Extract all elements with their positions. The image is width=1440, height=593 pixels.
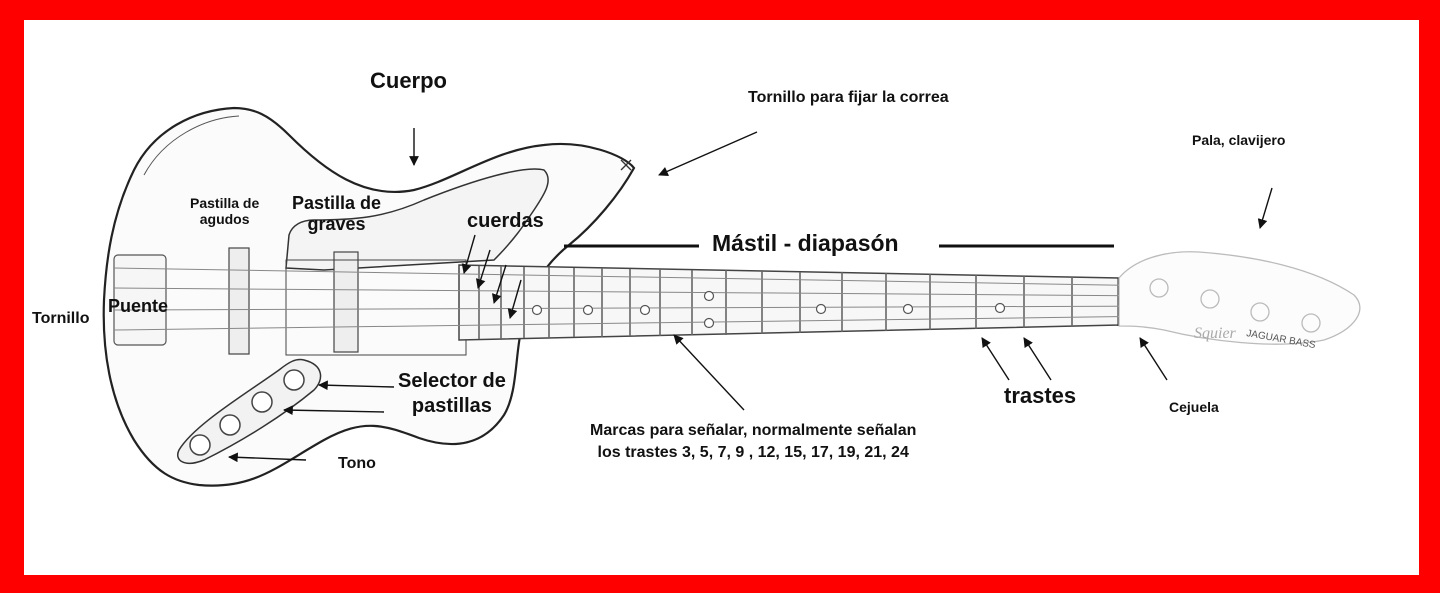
bridge — [113, 254, 167, 346]
fret-marker-dots — [531, 290, 1006, 329]
diagram-frame: Squier JAGUAR BASS — [24, 20, 1419, 575]
bass-pickup — [333, 251, 359, 353]
label-mastil-diapason: Mástil - diapasón — [712, 230, 899, 256]
label-trastes: trastes — [1004, 383, 1077, 408]
label-cejuela: Cejuela — [1169, 399, 1219, 415]
label-tono: Tono — [338, 455, 376, 472]
label-pastilla-graves: Pastilla de graves — [292, 193, 382, 234]
label-tornillo-correa: Tornillo para fijar la correa — [748, 89, 949, 106]
label-marcas: Marcas para señalar, normalmente señalan… — [590, 422, 917, 462]
label-puente: Puente — [108, 296, 169, 316]
strap-button — [620, 159, 632, 171]
label-pala-clavijero: Pala, clavijero — [1192, 132, 1286, 148]
strings — [113, 267, 1165, 331]
headstock-logo: Squier — [1194, 325, 1237, 342]
label-tornillo: Tornillo — [32, 310, 90, 327]
pickguard-upper — [285, 168, 549, 271]
fretboard — [113, 264, 1165, 341]
treble-pickup — [228, 247, 250, 355]
label-cuerpo: Cuerpo — [370, 68, 447, 93]
bass-guitar-illustration: Squier JAGUAR BASS — [102, 106, 1361, 487]
label-selector-pastillas: Selector de pastillas — [398, 370, 506, 417]
control-knobs — [189, 369, 305, 456]
label-pastilla-agudos: Pastilla de agudos — [190, 195, 260, 228]
label-cuerdas: cuerdas — [467, 210, 544, 232]
headstock — [1118, 251, 1361, 345]
